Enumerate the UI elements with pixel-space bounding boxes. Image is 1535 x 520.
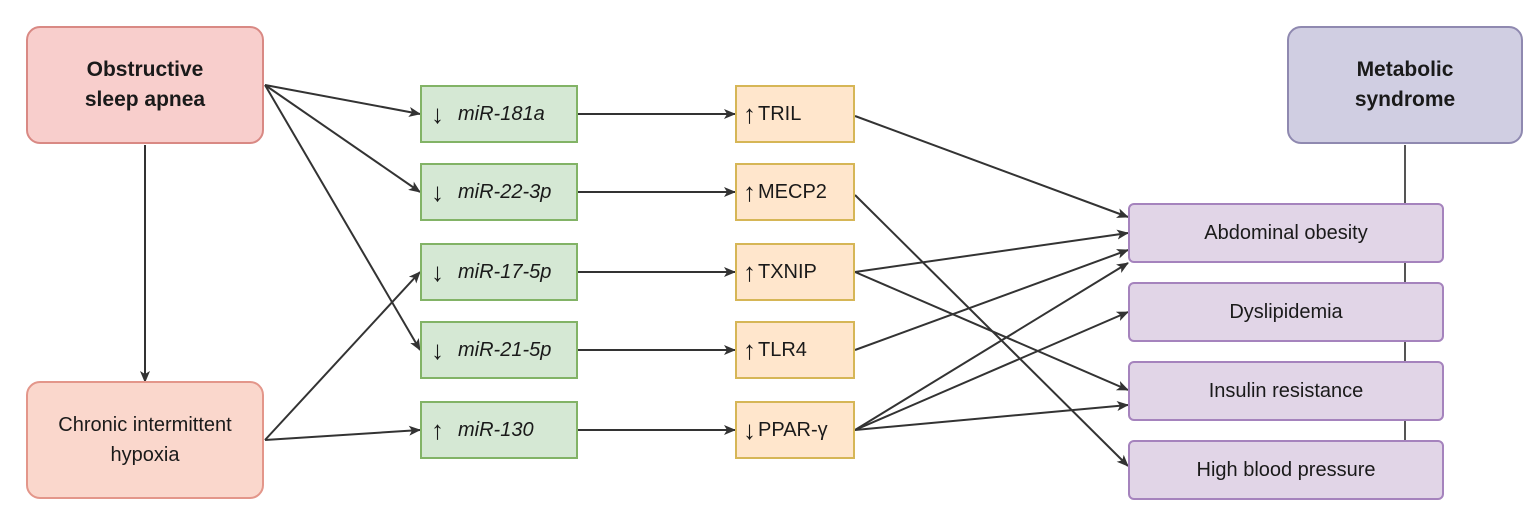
up-arrow-icon: ↑ — [431, 415, 444, 445]
arrow-tril-obesity — [854, 115, 1129, 218]
component-dyslipidemia[interactable]: Dyslipidemia — [1128, 282, 1444, 342]
arrow-txnip-insulin — [854, 271, 1129, 391]
gene-label: TLR4 — [758, 338, 807, 361]
up-arrow-icon: ↑ — [743, 177, 756, 207]
gene-box[interactable]: ↓ PPAR-γ — [735, 401, 855, 459]
node-metabolic-syndrome[interactable]: Metabolic syndrome — [1287, 26, 1523, 144]
gene-box[interactable]: ↑ TXNIP — [735, 243, 855, 301]
mirna-box[interactable]: ↑ miR-130 — [420, 401, 578, 459]
component-insulin-resistance[interactable]: Insulin resistance — [1128, 361, 1444, 421]
arrow-ppar-insulin — [854, 401, 1129, 431]
gene-label: PPAR-γ — [758, 418, 828, 441]
node-chronic-intermittent-hypoxia[interactable]: Chronic intermittent hypoxia — [26, 381, 264, 499]
arrow-osa-mir22 — [264, 84, 421, 193]
gene-box[interactable]: ↑ TLR4 — [735, 321, 855, 379]
arrow-tlr4-obesity — [854, 249, 1129, 351]
mirna-label: miR-22-3p — [458, 180, 552, 203]
mirna-box[interactable]: ↓ miR-181a — [420, 85, 578, 143]
node-label: Metabolic syndrome — [1354, 58, 1456, 111]
gene-label: TRIL — [758, 102, 802, 125]
mirna-label: miR-21-5p — [458, 338, 552, 361]
arrow-cih-mir17 — [264, 271, 421, 441]
arrow-ppar-dyslipidemia — [854, 311, 1129, 431]
arrow-ppar-obesity — [854, 262, 1129, 431]
down-arrow-icon: ↓ — [431, 257, 444, 287]
up-arrow-icon: ↑ — [743, 335, 756, 365]
mirna-box[interactable]: ↓ miR-21-5p — [420, 321, 578, 379]
arrow-txnip-obesity — [854, 229, 1129, 273]
gene-label: TXNIP — [758, 260, 817, 283]
up-arrow-icon: ↑ — [743, 257, 756, 287]
node-label: Obstructive sleep apnea — [84, 58, 206, 111]
down-arrow-icon: ↓ — [431, 177, 444, 207]
arrow-osa-mir181a — [264, 84, 421, 117]
gene-box[interactable]: ↑ MECP2 — [735, 163, 855, 221]
down-arrow-icon: ↓ — [743, 415, 756, 445]
component-high-blood-pressure[interactable]: High blood pressure — [1128, 440, 1444, 500]
node-obstructive-sleep-apnea[interactable]: Obstructive sleep apnea — [26, 26, 264, 144]
mirna-label: miR-17-5p — [458, 260, 552, 283]
mirna-label: miR-130 — [458, 418, 534, 441]
component-label: Insulin resistance — [1208, 380, 1364, 402]
component-label: Dyslipidemia — [1229, 301, 1343, 323]
component-label: High blood pressure — [1196, 459, 1376, 481]
down-arrow-icon: ↓ — [431, 99, 444, 129]
mirna-label: miR-181a — [458, 102, 545, 125]
component-abdominal-obesity[interactable]: Abdominal obesity — [1128, 203, 1444, 263]
mirna-box[interactable]: ↓ miR-22-3p — [420, 163, 578, 221]
up-arrow-icon: ↑ — [743, 99, 756, 129]
mirna-box[interactable]: ↓ miR-17-5p — [420, 243, 578, 301]
gene-box[interactable]: ↑ TRIL — [735, 85, 855, 143]
gene-label: MECP2 — [758, 180, 827, 203]
arrow-cih-mir130 — [264, 425, 421, 441]
down-arrow-icon: ↓ — [431, 335, 444, 365]
component-label: Abdominal obesity — [1204, 222, 1368, 244]
node-label: Chronic intermittent hypoxia — [58, 414, 232, 466]
arrow-osa-mir21 — [264, 84, 421, 351]
